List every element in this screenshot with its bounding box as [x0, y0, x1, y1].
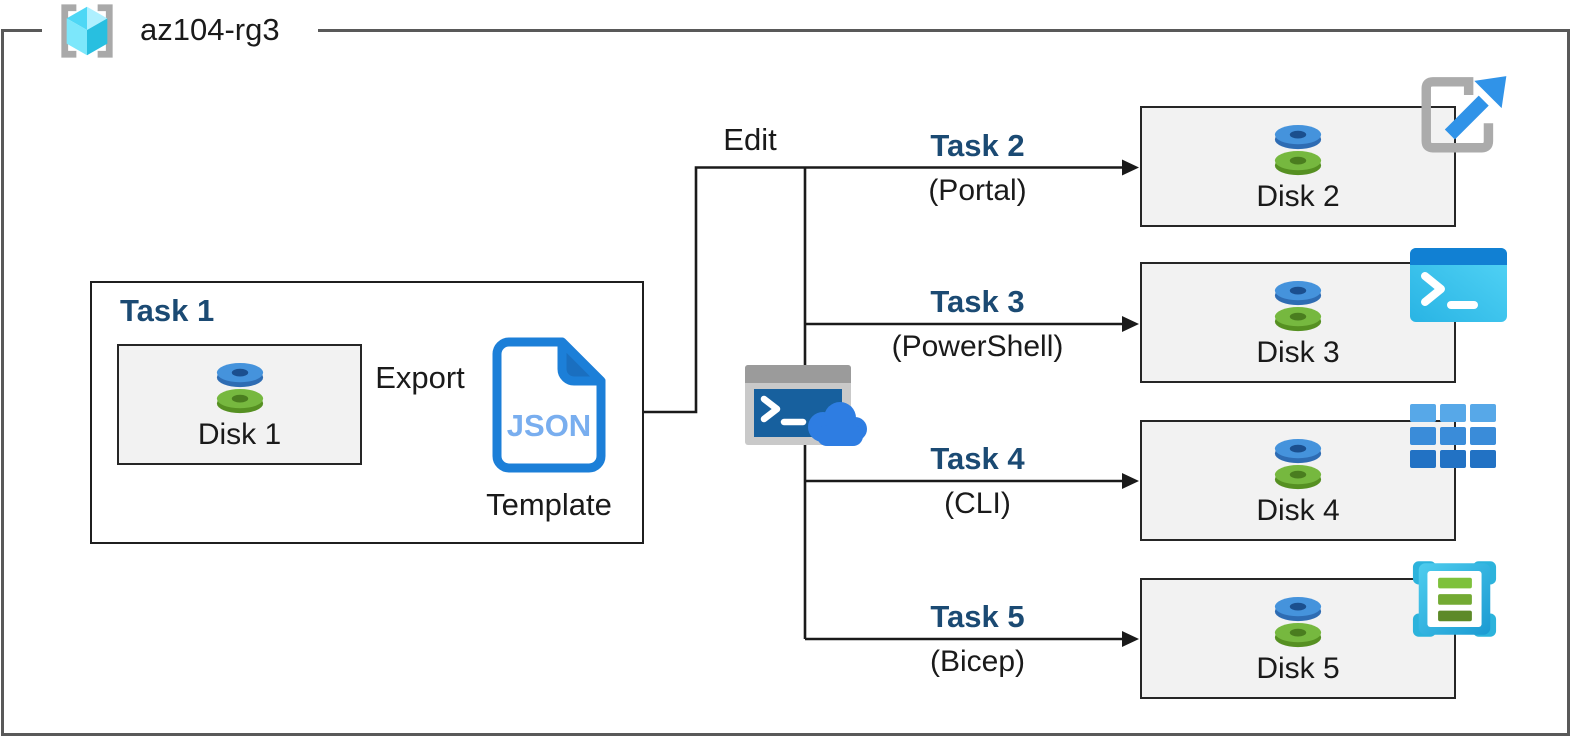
resource-group-icon	[61, 4, 113, 58]
disk-box-3: Disk 3	[1140, 262, 1456, 383]
export-label: Export	[375, 360, 465, 395]
resource-group-boundary	[1, 29, 1570, 736]
disk-box-5: Disk 5	[1140, 578, 1456, 699]
task4-label: Task 4	[930, 441, 1025, 476]
disk-box-1: Disk 1	[117, 344, 362, 465]
task2-arrowhead	[1122, 159, 1139, 176]
task1-title: Task 1	[120, 293, 215, 328]
edit-label: Edit	[723, 122, 777, 157]
disk-icon	[1274, 596, 1322, 647]
disk-label: Disk 4	[1256, 493, 1340, 527]
task5-method: (Bicep)	[929, 645, 1026, 678]
portal-icon	[1421, 76, 1507, 153]
powershell-icon	[1410, 248, 1507, 322]
json-text: JSON	[507, 408, 591, 443]
task4-method: (CLI)	[944, 487, 1011, 520]
task3-method: (PowerShell)	[891, 330, 1064, 363]
task2-method: (Portal)	[928, 174, 1027, 207]
bicep-icon	[1412, 561, 1497, 637]
disk-icon	[216, 362, 263, 413]
task5-label: Task 5	[930, 599, 1025, 634]
disk-box-4: Disk 4	[1140, 420, 1456, 541]
task2-label: Task 2	[930, 128, 1025, 163]
disk-label: Disk 2	[1256, 179, 1340, 213]
resource-group-name: az104-rg3	[140, 12, 280, 47]
cloud-shell-icon	[745, 365, 867, 446]
disk-label: Disk 1	[197, 417, 282, 451]
resource-group-header: az104-rg3	[42, 0, 318, 62]
task5-arrowhead	[1122, 631, 1139, 647]
template-label: Template	[486, 487, 612, 522]
task4-arrowhead	[1122, 473, 1139, 489]
cli-icon	[1410, 404, 1496, 468]
template-to-edit-line	[644, 166, 1128, 414]
disk-icon	[1274, 124, 1322, 175]
disk-icon	[1274, 280, 1322, 331]
disk-label: Disk 3	[1256, 335, 1340, 369]
disk-box-2: Disk 2	[1140, 106, 1456, 227]
task3-arrowhead	[1122, 316, 1139, 332]
disk-label: Disk 5	[1256, 651, 1340, 685]
json-template-icon: JSON	[492, 337, 606, 473]
task3-label: Task 3	[930, 284, 1025, 319]
disk-icon	[1274, 438, 1322, 489]
